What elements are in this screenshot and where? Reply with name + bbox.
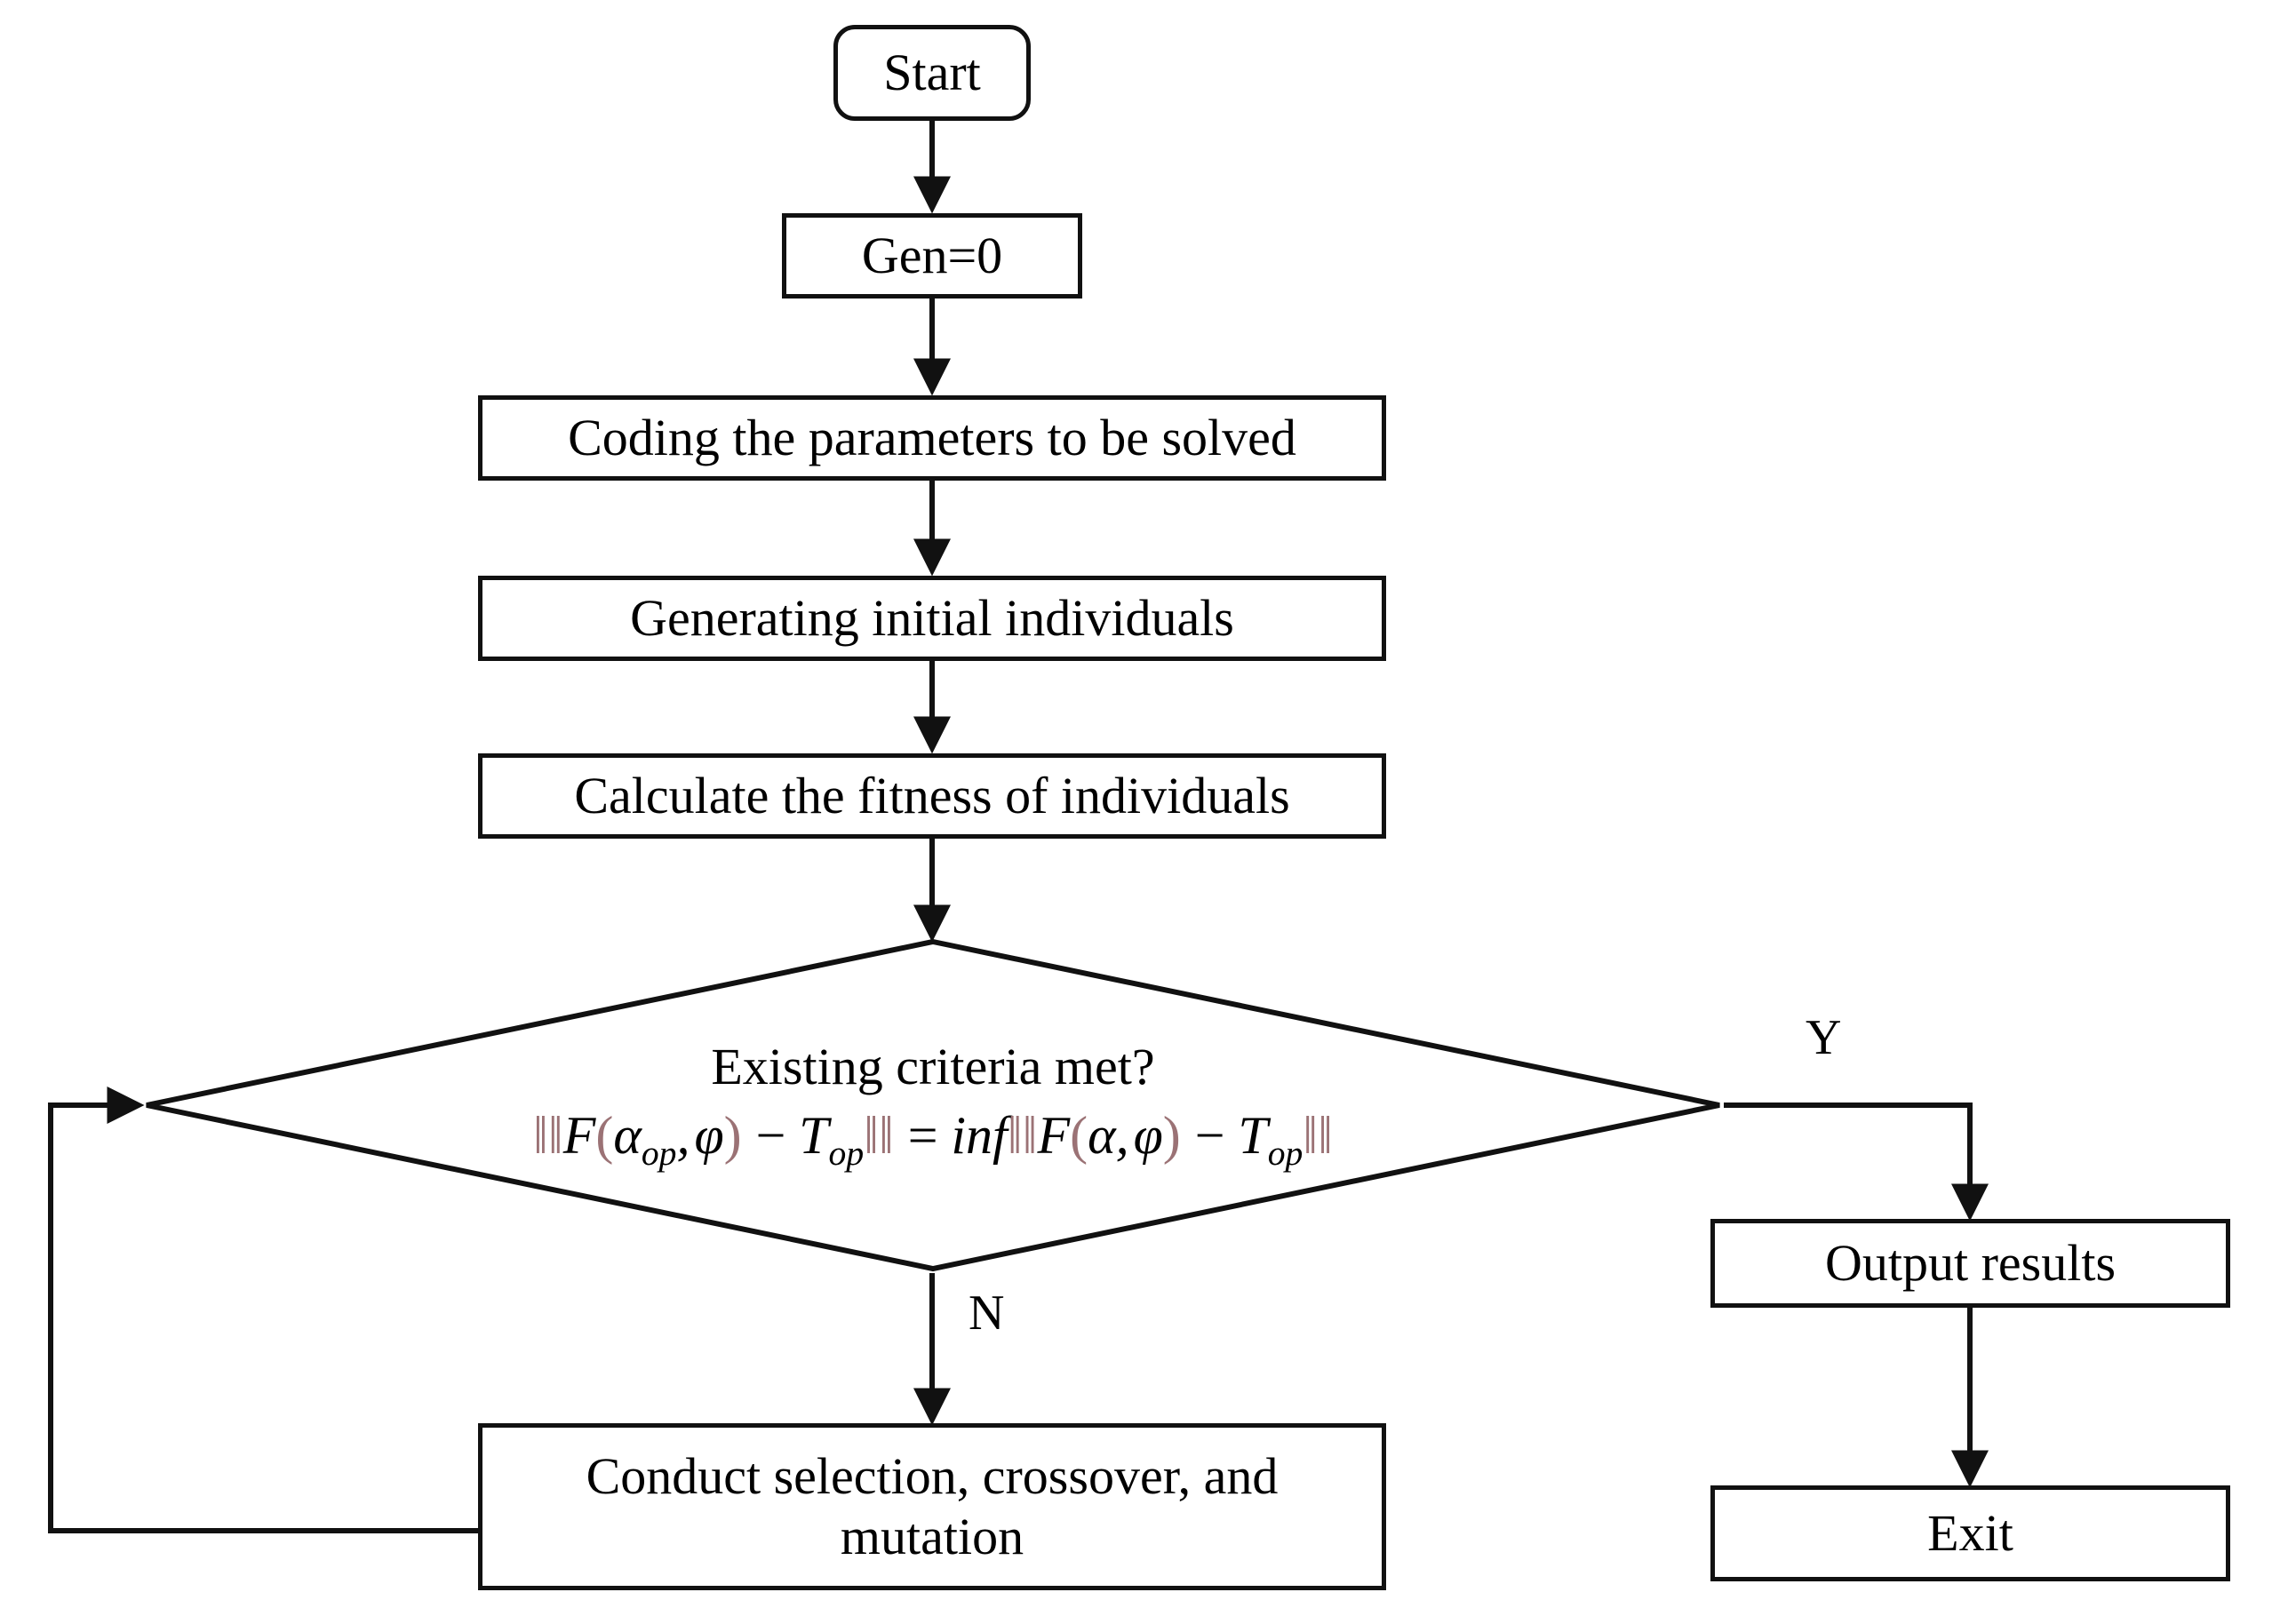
- branch-label-no: N: [969, 1286, 1005, 1341]
- node-exit-label: Exit: [1927, 1503, 2013, 1562]
- node-calculate-fitness[interactable]: Calculate the fitness of individuals: [478, 753, 1386, 839]
- node-gen[interactable]: Gen=0: [782, 213, 1082, 299]
- node-conduct-selection-crossover-mutation[interactable]: Conduct selection, crossover, and mutati…: [478, 1423, 1386, 1590]
- node-exit[interactable]: Exit: [1710, 1485, 2230, 1581]
- node-conduct-label: Conduct selection, crossover, and mutati…: [586, 1446, 1279, 1565]
- decision-diamond-shape: [146, 938, 1720, 1272]
- edge-decision-to-output: [1724, 1103, 1989, 1222]
- branch-label-yes: Y: [1806, 1010, 1842, 1065]
- node-output-label: Output results: [1824, 1233, 2117, 1292]
- node-generating-label: Generating initial individuals: [630, 588, 1234, 647]
- node-start[interactable]: Start: [833, 25, 1031, 121]
- node-gen-label: Gen=0: [861, 226, 1003, 284]
- node-coding-label: Coding the parameters to be solved: [568, 408, 1296, 466]
- node-generating-individuals[interactable]: Generating initial individuals: [478, 576, 1386, 661]
- node-coding-parameters[interactable]: Coding the parameters to be solved: [478, 395, 1386, 481]
- node-start-label: Start: [883, 43, 981, 101]
- node-fitness-label: Calculate the fitness of individuals: [574, 766, 1290, 824]
- node-output-results[interactable]: Output results: [1710, 1219, 2230, 1308]
- edge-conduct-feedback-to-decision: [48, 1087, 478, 1533]
- node-decision-criteria[interactable]: Existing criteria met? ‖‖F(αop, φ) − Top…: [142, 937, 1724, 1273]
